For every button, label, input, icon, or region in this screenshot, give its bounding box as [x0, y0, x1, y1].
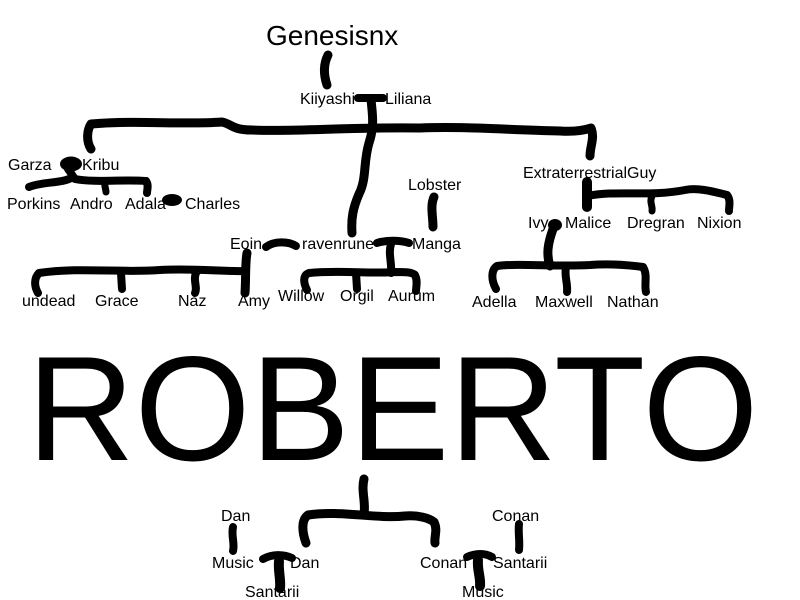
person-label-undead: undead — [22, 293, 75, 310]
connector-naz-stub — [190, 267, 201, 297]
person-label-kribu: Kribu — [82, 157, 119, 174]
person-label-andro: Andro — [70, 196, 113, 213]
connector-etg-children-line — [584, 185, 731, 200]
connector-ivy-malice-children-line — [488, 260, 647, 293]
connector-orgil-stub — [352, 269, 361, 293]
person-label-dan-right: Dan — [290, 555, 319, 572]
person-label-adala: Adala — [125, 196, 166, 213]
connector-ivy-malice-drop — [543, 224, 558, 271]
person-label-extraterrestrialguy: ExtraterrestrialGuy — [523, 165, 656, 182]
connector-bottom-line — [298, 508, 441, 548]
connector-andro-stub — [101, 177, 110, 196]
connector-grace-stub — [117, 269, 126, 293]
connector-music-dan-bar — [259, 551, 296, 563]
person-label-conan-upper: Conan — [492, 508, 539, 525]
connector-manga-children-line — [300, 267, 421, 295]
connector-lobster-stub — [427, 192, 439, 232]
connector-dregran-stub — [647, 192, 656, 215]
person-label-music-bottom: Music — [462, 584, 504, 600]
person-label-grace: Grace — [95, 293, 139, 310]
connector-nathan-hook — [639, 263, 650, 296]
connector-adala-hook — [142, 177, 152, 197]
person-label-music-left: Music — [212, 555, 254, 572]
connector-music-dan-stem — [273, 556, 286, 593]
person-label-lobster: Lobster — [408, 177, 462, 194]
connector-maxwell-stub — [561, 263, 572, 296]
person-label-kiiyashi: Kiiyashi — [300, 91, 355, 108]
person-label-santarii-left: Santarii — [245, 584, 299, 600]
person-label-aurum: Aurum — [388, 288, 435, 305]
person-label-garza: Garza — [8, 157, 52, 174]
connector-conan-upper-stub — [514, 520, 524, 554]
connector-to-porkins — [25, 173, 77, 191]
connector-nixion-hook — [723, 191, 734, 215]
person-label-naz: Naz — [178, 293, 206, 310]
person-label-willow: Willow — [278, 288, 325, 305]
connector-garza-children-line — [71, 175, 150, 185]
person-label-maxwell: Maxwell — [535, 294, 593, 311]
person-label-santarii-right: Santarii — [493, 555, 547, 572]
person-label-manga: Manga — [412, 236, 461, 253]
person-label-charles: Charles — [185, 196, 240, 213]
connector-gen2-main-line — [83, 117, 598, 161]
connector-eoin-ravenrune-dash — [262, 238, 300, 251]
person-label-nixion: Nixion — [697, 215, 741, 232]
connector-root-stub — [320, 50, 333, 90]
union-dot-adala-charles — [162, 194, 182, 206]
person-label-liliana: Liliana — [385, 91, 431, 108]
person-label-roberto: ROBERTO — [27, 325, 758, 492]
connector-gen1-long-vertical — [347, 94, 378, 238]
connector-conan-santarii-stem — [472, 555, 486, 591]
person-label-conan-left: Conan — [420, 555, 467, 572]
person-label-genesisnx: Genesisnx — [266, 20, 398, 51]
person-label-ravenrune: ravenrune — [302, 236, 374, 253]
person-label-adella: Adella — [472, 294, 517, 311]
person-label-dan-upper: Dan — [221, 508, 250, 525]
person-label-malice: Malice — [565, 215, 611, 232]
person-label-ivy: Ivy — [528, 215, 548, 232]
person-label-eoin: Eoin — [230, 236, 262, 253]
person-label-nathan: Nathan — [607, 294, 659, 311]
connector-dan-upper-stub — [228, 523, 238, 555]
person-label-amy: Amy — [238, 293, 270, 310]
person-label-orgil: Orgil — [340, 288, 374, 305]
connector-eoin-children-line — [31, 265, 249, 297]
connector-conan-santarii-bar — [463, 550, 496, 561]
person-label-dregran: Dregran — [627, 215, 685, 232]
person-label-porkins: Porkins — [7, 196, 60, 213]
